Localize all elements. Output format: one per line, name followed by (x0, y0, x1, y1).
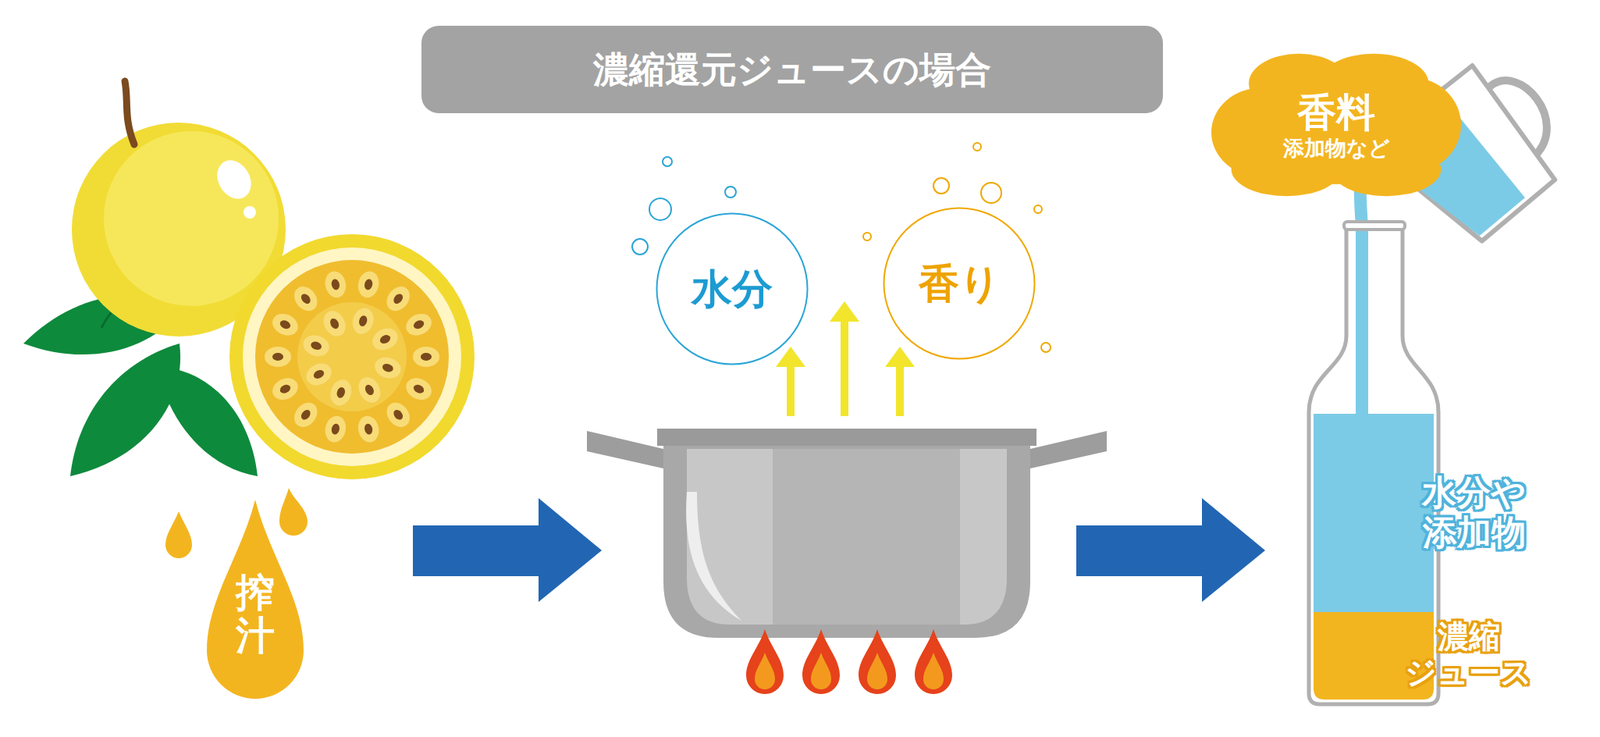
flame (746, 629, 784, 694)
node-label: 搾汁 (235, 571, 275, 658)
seed (264, 346, 292, 367)
seed (355, 413, 382, 445)
vapor-circle: 香り (882, 206, 1036, 360)
seed (322, 269, 349, 300)
seed (381, 398, 415, 432)
half-passion-fruit (229, 234, 475, 480)
flavor-cloud: 香料添加物など (1211, 50, 1462, 200)
seed (327, 376, 355, 409)
seed (268, 373, 302, 404)
seed (268, 309, 302, 340)
seed (355, 269, 382, 300)
node-label: 水分 (691, 264, 773, 313)
juice-drop: 搾汁 (206, 499, 304, 699)
seed (300, 331, 332, 360)
seed (354, 373, 385, 406)
cooking-pot (586, 428, 1107, 638)
seed (372, 354, 404, 382)
node-label: 香料 (1297, 88, 1376, 136)
title-band (421, 25, 1163, 114)
flame (914, 629, 953, 694)
seed (289, 398, 323, 432)
flame (858, 629, 896, 694)
seed (381, 281, 415, 316)
node-label: 香り (918, 259, 1001, 308)
bottle-label: 水分や 添加物 (1422, 472, 1526, 552)
seed (289, 281, 323, 316)
seed (302, 359, 335, 390)
seed (322, 413, 349, 445)
title: 濃縮還元ジュースの場合 (421, 25, 1163, 114)
seed (412, 346, 440, 367)
seed (368, 323, 402, 355)
node-sublabel: 添加物など (1283, 135, 1391, 161)
seed (349, 305, 377, 337)
flames (746, 629, 953, 694)
flame (802, 629, 840, 694)
seed (402, 373, 436, 404)
bottle-label: 濃縮 ジュース (1404, 618, 1533, 690)
small-drops (165, 487, 308, 559)
vapor-circle: 水分 (655, 212, 809, 366)
seed (319, 306, 350, 340)
bottle (1308, 221, 1442, 706)
seed (402, 309, 436, 340)
